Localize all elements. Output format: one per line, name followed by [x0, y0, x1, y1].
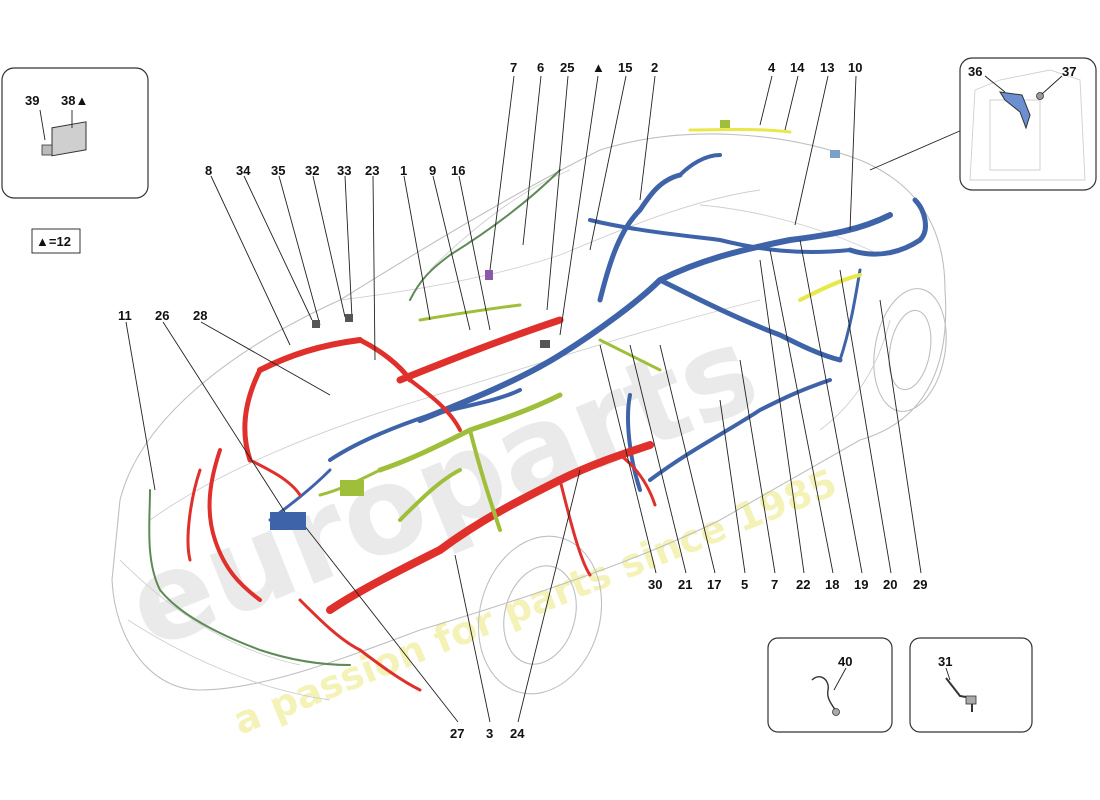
callout-5: 5 — [741, 577, 748, 592]
callout-4: 4 — [768, 60, 776, 75]
callout-13: 13 — [820, 60, 834, 75]
callout-25: 25 — [560, 60, 574, 75]
inset-relay-39-38: 39 38▲ — [1, 67, 149, 199]
triangle-legend: ▲=12 — [31, 228, 81, 254]
callout-triangle: ▲ — [592, 60, 605, 75]
callout-11: 11 — [118, 308, 132, 323]
callout-16: 16 — [451, 163, 465, 178]
callout-8: 8 — [205, 163, 212, 178]
callout-29: 29 — [913, 577, 927, 592]
label-31: 31 — [938, 654, 952, 669]
callout-26: 26 — [155, 308, 169, 323]
inset-part-40: 40 — [767, 637, 893, 733]
callout-24: 24 — [510, 726, 525, 741]
inset-detail-36-37: 36 37 — [959, 57, 1097, 191]
svg-text:▲=12: ▲=12 — [36, 234, 71, 249]
callout-labels: 8 34 35 32 33 23 1 9 16 7 6 25 ▲ 15 2 4 … — [118, 60, 927, 741]
inset-part-31: 31 — [909, 637, 1033, 733]
callout-22: 22 — [796, 577, 810, 592]
callout-7-top: 7 — [510, 60, 517, 75]
connectors — [270, 120, 840, 530]
callout-6: 6 — [537, 60, 544, 75]
leader-lines — [125, 75, 963, 723]
label-36: 36 — [968, 64, 982, 79]
callout-10: 10 — [848, 60, 862, 75]
callout-30: 30 — [648, 577, 662, 592]
callout-2: 2 — [651, 60, 658, 75]
callout-3: 3 — [486, 726, 493, 741]
callout-23: 23 — [365, 163, 379, 178]
callout-15: 15 — [618, 60, 632, 75]
label-37: 37 — [1062, 64, 1076, 79]
callout-19: 19 — [854, 577, 868, 592]
callout-9: 9 — [429, 163, 436, 178]
label-39: 39 — [25, 93, 39, 108]
label-40: 40 — [838, 654, 852, 669]
callout-20: 20 — [883, 577, 897, 592]
label-38: 38▲ — [61, 93, 88, 108]
callout-18: 18 — [825, 577, 839, 592]
callout-17: 17 — [707, 577, 721, 592]
callout-14: 14 — [790, 60, 805, 75]
callout-27: 27 — [450, 726, 464, 741]
relay-icon — [41, 121, 87, 157]
harness-network — [148, 128, 928, 692]
callout-33: 33 — [337, 163, 351, 178]
callout-7-bottom: 7 — [771, 577, 778, 592]
car-outline — [111, 133, 947, 701]
callout-28: 28 — [193, 308, 207, 323]
callout-1: 1 — [400, 163, 407, 178]
callout-21: 21 — [678, 577, 692, 592]
callout-35: 35 — [271, 163, 285, 178]
callout-32: 32 — [305, 163, 319, 178]
callout-34: 34 — [236, 163, 251, 178]
